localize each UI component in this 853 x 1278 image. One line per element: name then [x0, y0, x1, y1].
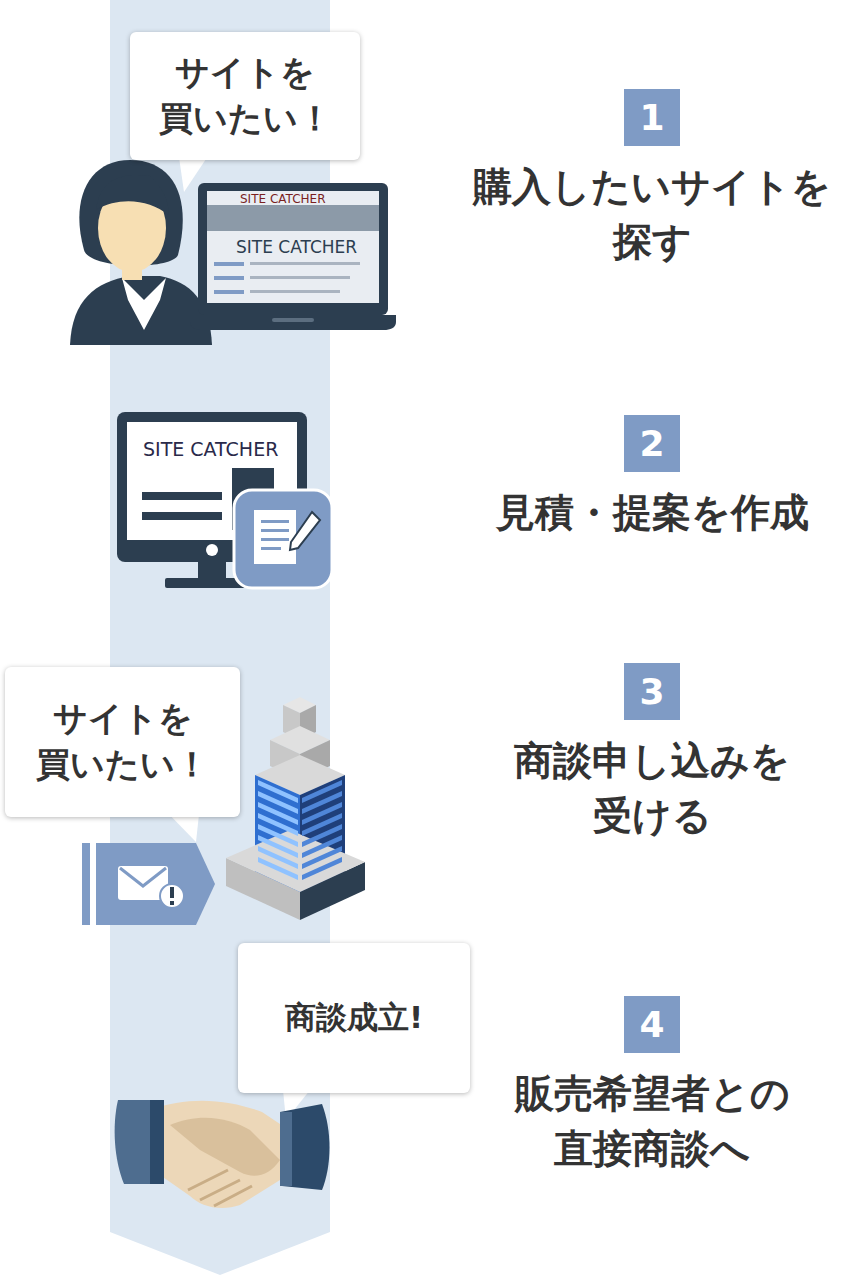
step-number-badge: 4販売希望者との 直接商談へ — [624, 996, 680, 1053]
step-label: 購入したいサイトを 探す — [455, 160, 849, 269]
building-icon — [226, 697, 365, 920]
step-number-badge: 2見積・提案を作成 — [624, 415, 680, 472]
step-label: 商談申し込みを 受ける — [455, 734, 849, 843]
step-number-badge: 3商談申し込みを 受ける — [624, 663, 680, 720]
building-windows — [258, 780, 342, 880]
bubble-text: 商談成立! — [285, 997, 423, 1039]
step-number: 2 — [639, 426, 664, 462]
step-number: 1 — [639, 100, 664, 136]
step-label: 見積・提案を作成 — [455, 486, 849, 541]
screen-label: SITE CATCHER — [240, 193, 326, 205]
step-number: 3 — [639, 674, 664, 710]
step-number-badge: 1購入したいサイトを 探す — [624, 89, 680, 146]
monitor-icon — [117, 412, 332, 588]
step-number: 4 — [639, 1007, 664, 1043]
screen-label: SITE CATCHER — [234, 238, 359, 257]
laptop-icon — [190, 183, 396, 330]
step-label: 販売希望者との 直接商談へ — [455, 1067, 849, 1176]
speech-bubble: サイトを 買いたい！ — [5, 667, 240, 817]
bubble-text: サイトを 買いたい！ — [21, 696, 224, 788]
handshake-icon — [115, 1100, 330, 1208]
speech-bubble: 商談成立! — [238, 943, 470, 1093]
screen-label: SITE CATCHER — [143, 440, 278, 459]
bubble-text: サイトを 買いたい！ — [146, 50, 344, 142]
speech-bubble: サイトを 買いたい！ — [130, 32, 360, 160]
mail-alert-icon — [82, 843, 215, 925]
